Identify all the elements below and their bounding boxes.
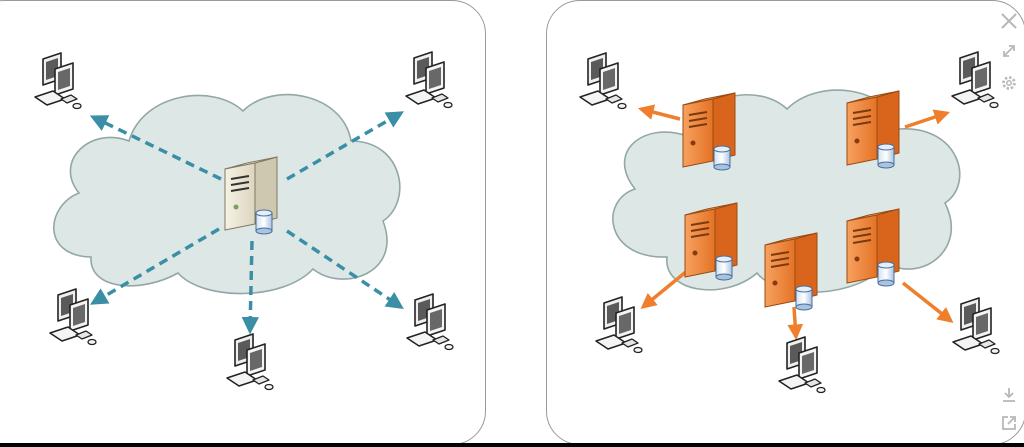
arrow-server4-to-client xyxy=(787,306,804,341)
distributed-diagram xyxy=(579,51,1000,394)
server-top-right xyxy=(846,90,900,169)
bottom-border xyxy=(0,443,1024,447)
server-top-left xyxy=(682,92,736,171)
arrow-to-bottom-right xyxy=(286,229,404,309)
client-computer-bottom-center xyxy=(778,336,826,394)
arrow-to-top-left xyxy=(89,115,222,181)
client-computer-top-left xyxy=(579,52,627,110)
client-computer-bottom-right xyxy=(406,293,454,351)
server-middle-left xyxy=(684,202,738,281)
client-computer-bottom-center xyxy=(226,333,274,391)
arrow-server5-to-client xyxy=(901,281,954,323)
arrow-to-bottom-left xyxy=(89,227,220,305)
expand-icon[interactable] xyxy=(998,40,1020,62)
arrow-server2-to-client xyxy=(904,109,950,129)
settings-icon[interactable] xyxy=(998,72,1020,94)
arrow-to-top-right xyxy=(286,111,405,181)
arrow-server3-to-client xyxy=(640,269,689,309)
server-bottom-center xyxy=(764,232,818,311)
arrow-server1-to-client xyxy=(637,104,681,121)
central-server xyxy=(224,156,278,235)
client-computer-top-right xyxy=(405,51,453,109)
client-computer-bottom-left xyxy=(595,296,643,354)
client-computer-top-left xyxy=(34,52,82,110)
distributed-network-panel xyxy=(546,0,1024,445)
client-computer-top-right xyxy=(951,51,999,109)
arrow-to-bottom-center xyxy=(241,240,260,335)
close-icon[interactable] xyxy=(998,10,1020,32)
database-icon xyxy=(255,209,273,235)
centralized-diagram xyxy=(34,51,454,391)
client-computer-bottom-right xyxy=(952,297,1000,355)
client-computer-bottom-left xyxy=(49,288,97,346)
server-middle-right xyxy=(846,208,900,287)
download-icon[interactable] xyxy=(998,384,1020,406)
share-icon[interactable] xyxy=(998,412,1020,434)
centralized-network-panel xyxy=(0,0,486,445)
